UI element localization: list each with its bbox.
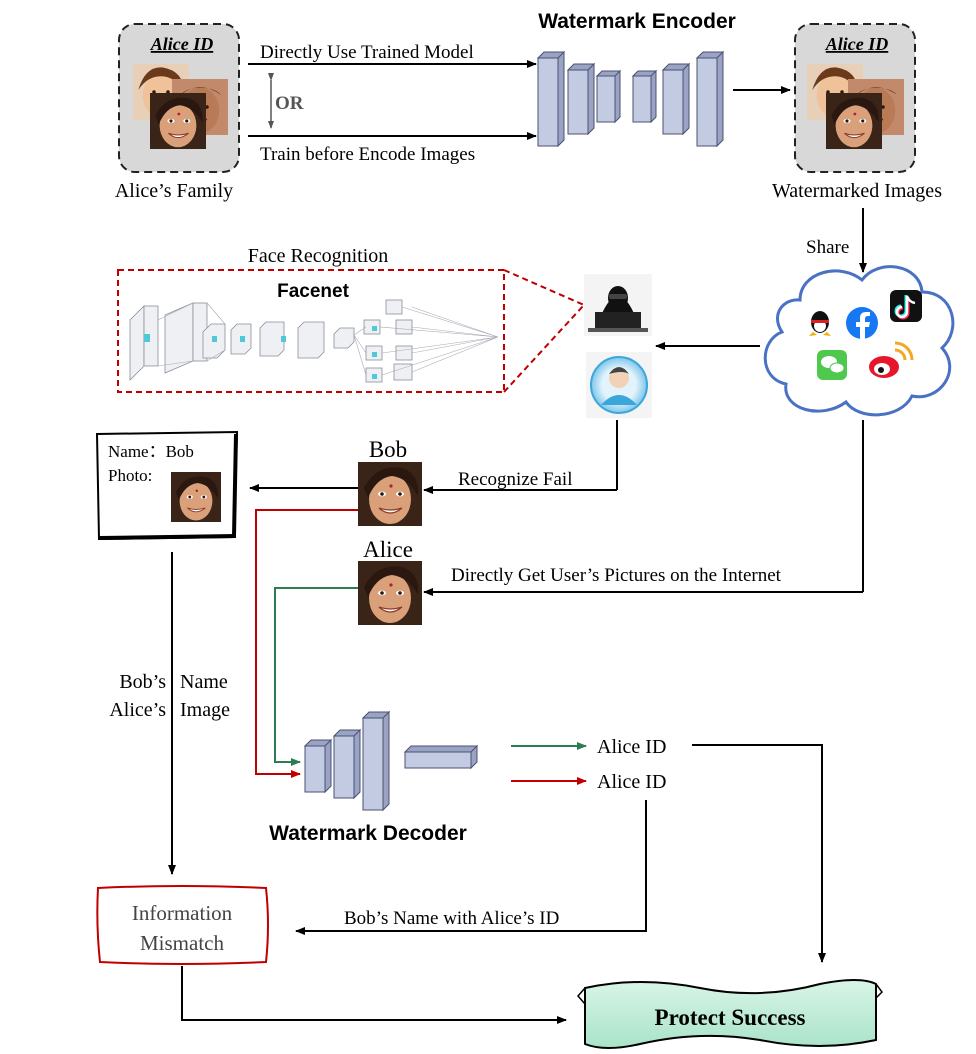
- image-word-label: Image: [180, 699, 230, 721]
- decoded-alice-id-green: Alice ID: [597, 736, 666, 758]
- watermark-encoder-network: [536, 50, 725, 148]
- watermark-decoder-title: Watermark Decoder: [269, 822, 467, 845]
- wechat-icon: [817, 350, 847, 380]
- share-label: Share: [806, 237, 849, 258]
- alice-label: Alice: [363, 537, 413, 562]
- alice-id-output-box: Alice ID: [794, 23, 916, 173]
- bob-name-alice-id-label: Bob’s Name with Alice’s ID: [344, 908, 559, 929]
- alice-id-input-label: Alice ID: [150, 34, 214, 54]
- recognize-fail-label: Recognize Fail: [458, 469, 573, 490]
- option-train-before-label: Train before Encode Images: [260, 144, 475, 165]
- qq-icon: [809, 311, 831, 336]
- option-directly-use-label: Directly Use Trained Model: [260, 42, 474, 63]
- social-media-cloud: [763, 265, 955, 417]
- alice-id-to-mismatch-arrow: [295, 800, 647, 935]
- decoded-alice-id-red: Alice ID: [597, 771, 666, 793]
- face-recognition-title: Face Recognition: [248, 245, 389, 267]
- protect-success-banner: Protect Success: [577, 979, 883, 1049]
- id-card: Name：Bob Photo:: [95, 430, 239, 541]
- facenet-callout-line-bottom: [503, 304, 585, 393]
- watermark-decoder-network: [303, 710, 479, 812]
- facebook-icon: [846, 307, 878, 339]
- facenet-title: Facenet: [277, 281, 349, 302]
- alices-label: Alice’s: [109, 699, 166, 721]
- alices-family-caption: Alice’s Family: [115, 180, 233, 202]
- user-avatar-icon: [586, 352, 652, 418]
- alice-id-to-success-arrow: [692, 744, 826, 963]
- alice-id-input-box: Alice ID: [118, 23, 240, 173]
- hacker-icon: [584, 274, 652, 336]
- alice-photo: [358, 561, 422, 625]
- facenet-callout-line-top: [503, 269, 585, 306]
- bob-to-decoder-red-path: [255, 509, 358, 778]
- weibo-icon: [869, 341, 914, 378]
- id-card-photo-label: Photo:: [108, 466, 152, 485]
- mismatch-line1: Information: [132, 901, 233, 925]
- id-card-photo: [171, 472, 221, 522]
- id-card-name: Name：Bob: [108, 442, 194, 461]
- bobs-label: Bob’s: [119, 671, 166, 693]
- protect-success-label: Protect Success: [655, 1005, 806, 1030]
- direct-get-label: Directly Get User’s Pictures on the Inte…: [451, 565, 782, 586]
- bob-photo: [358, 462, 422, 526]
- bob-label: Bob: [369, 437, 407, 462]
- alice-to-decoder-green-path: [274, 587, 358, 766]
- watermark-encoder-title: Watermark Encoder: [538, 10, 736, 33]
- or-label: OR: [275, 93, 304, 114]
- watermarked-images-caption: Watermarked Images: [772, 180, 942, 202]
- name-word-label: Name: [180, 671, 228, 693]
- alice-id-output-label: Alice ID: [825, 34, 889, 54]
- information-mismatch-box: Information Mismatch: [96, 885, 269, 965]
- tiktok-icon: [890, 290, 922, 322]
- facenet-network: [129, 299, 499, 383]
- mismatch-line2: Mismatch: [140, 931, 224, 955]
- mismatch-to-success-arrow: [181, 966, 567, 1024]
